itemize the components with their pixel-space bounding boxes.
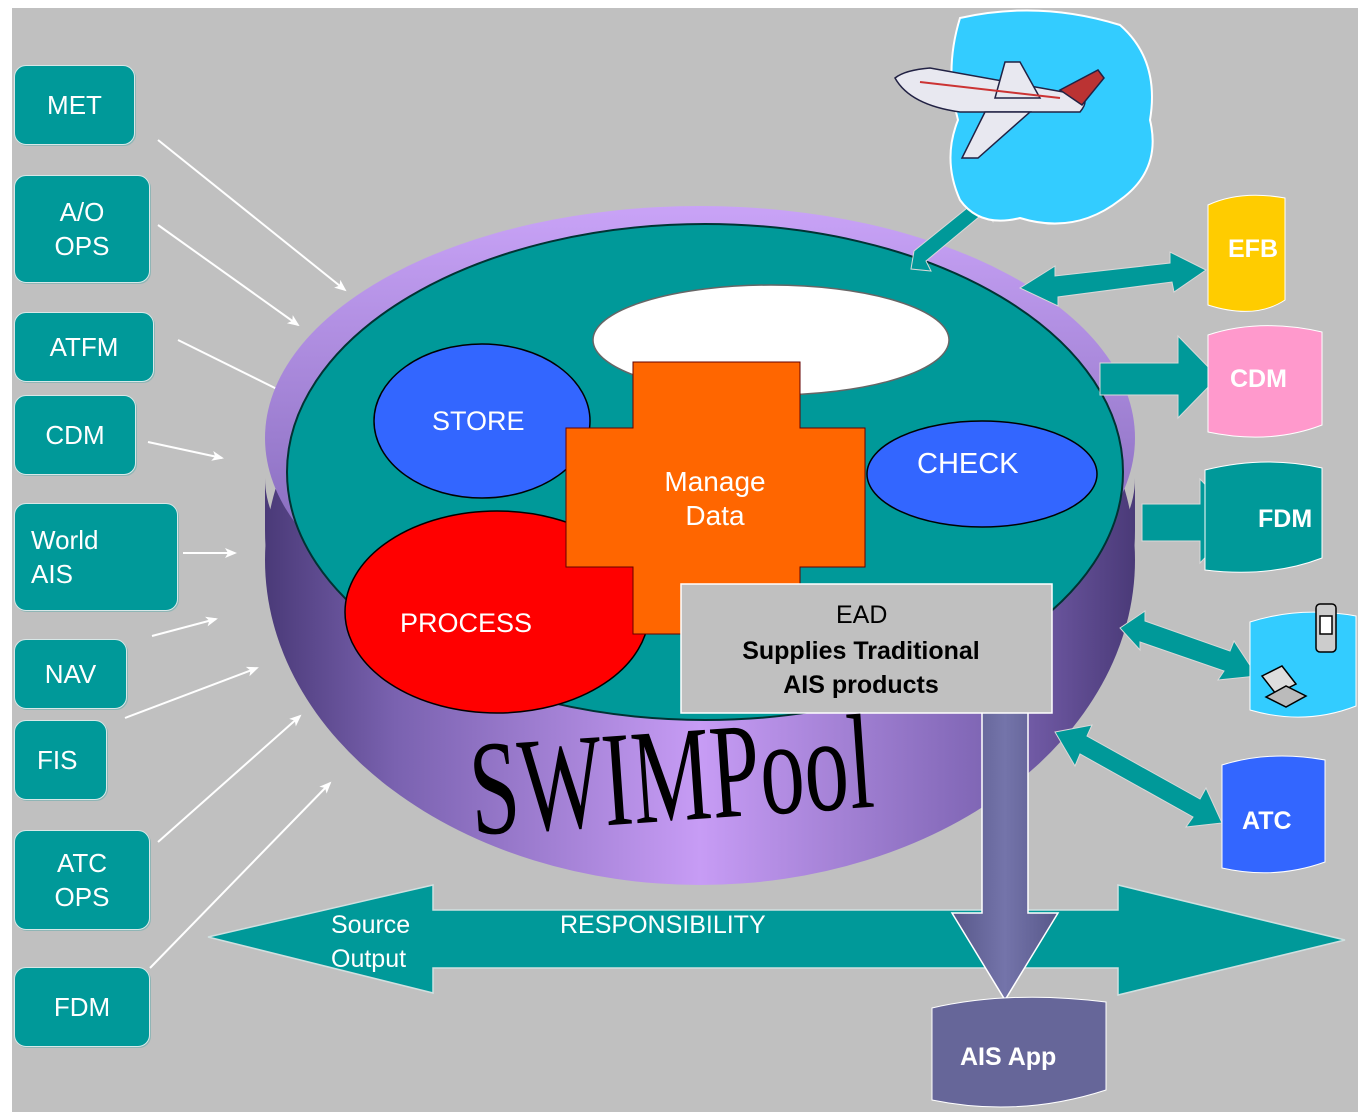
input-arrow-fis: [124, 666, 259, 719]
distribute-label: DISTRIBUTE: [683, 324, 838, 354]
source-output-label: Source Output: [331, 911, 411, 973]
airplane-icon: [894, 61, 1105, 159]
input-arrow-cdm: [147, 441, 224, 461]
input-arrow-atfm: [177, 339, 287, 394]
responsibility-label: RESPONSIBILITY: [560, 911, 766, 939]
input-arrow-atc-ops: [157, 714, 302, 843]
output-arrows: [910, 185, 1258, 828]
source-fdm: FDM: [14, 967, 150, 1047]
consumer-fdm: FDM: [1258, 505, 1313, 533]
consumer-efb: EFB: [1228, 235, 1278, 263]
source-met: MET: [14, 65, 135, 145]
check-shape: [866, 420, 1098, 528]
source-nav: NAV: [14, 639, 127, 709]
ead-box: [680, 583, 1053, 714]
source-cdm: CDM: [14, 395, 136, 475]
store-shape: [373, 343, 591, 499]
input-arrow-nav: [151, 616, 218, 637]
consumer-ais-app: AIS App: [960, 1043, 1057, 1071]
consumer-atc: ATC: [1242, 807, 1292, 835]
consumer-efb-shape: [1207, 194, 1286, 312]
input-arrow-ao-ops: [157, 224, 300, 327]
consumer-fdm-shape: [1204, 461, 1323, 573]
consumer-ais-app-shape: [931, 996, 1107, 1108]
swimpool-wordmark: SWIMPool: [464, 688, 878, 865]
check-label: CHECK: [917, 448, 1019, 480]
store-label: STORE: [432, 406, 525, 436]
source-atfm: ATFM: [14, 312, 154, 382]
source-ao-ops: A/O OPS: [14, 175, 150, 283]
consumer-cdm: CDM: [1230, 365, 1287, 393]
ead-subtitle: Supplies Traditional AIS products: [742, 637, 980, 699]
aircraft-cloud: [894, 9, 1154, 225]
consumer-atc-shape: [1221, 755, 1326, 874]
source-fis: FIS: [14, 720, 107, 800]
manage-data-label: Manage Data: [664, 466, 766, 531]
consumer-cdm-shape: [1207, 325, 1323, 438]
device-icons: [1260, 603, 1337, 708]
arrow-efb: [1018, 251, 1207, 307]
responsibility-arrow: [207, 884, 1346, 996]
input-arrow-met: [157, 139, 347, 292]
source-world-ais: World AIS: [14, 503, 178, 611]
arrow-cdm: [1099, 334, 1219, 420]
ead-title: EAD: [836, 601, 888, 629]
process-label: PROCESS: [400, 608, 533, 638]
input-arrows: [124, 139, 347, 969]
source-atc-ops: ATC OPS: [14, 830, 150, 930]
cloud-shape: [949, 9, 1154, 225]
input-arrow-fdm: [149, 781, 332, 969]
